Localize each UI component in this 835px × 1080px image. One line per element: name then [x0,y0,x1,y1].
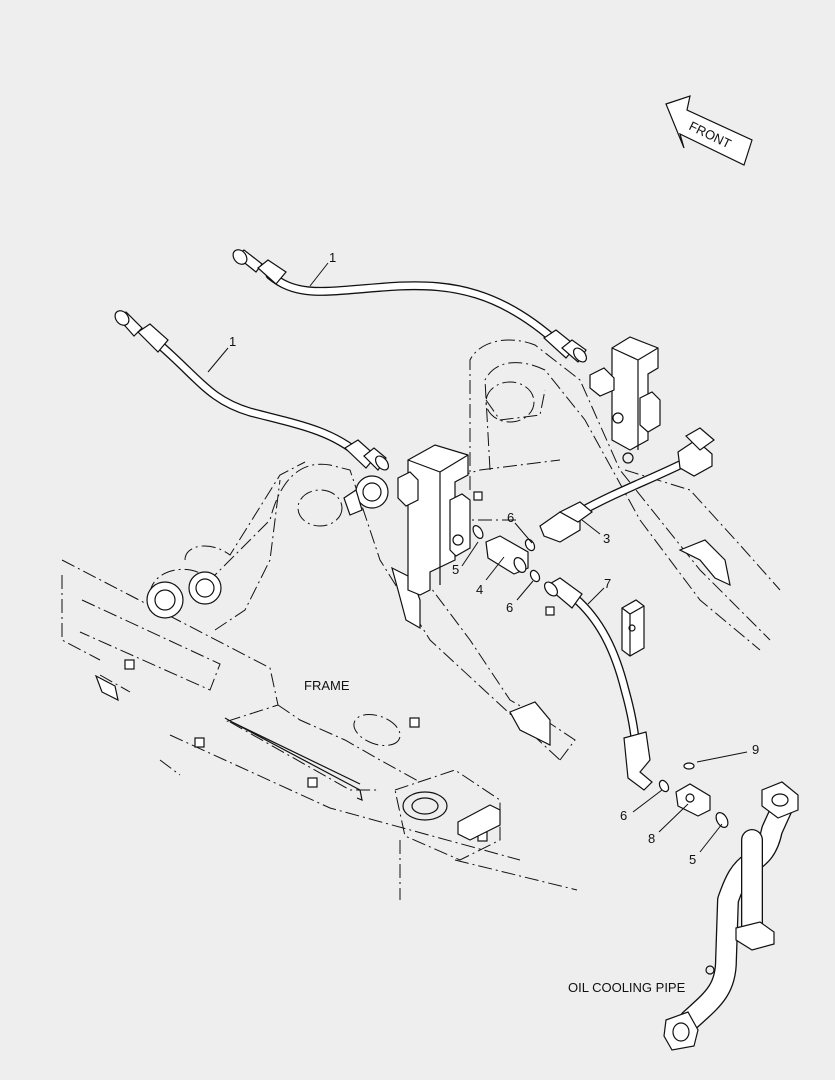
callout-6-middle: 6 [506,600,513,615]
leader-lines [207,262,748,853]
hose-3 [539,427,715,543]
fittings-lower-group [658,762,729,828]
hose-1-upper [232,249,588,363]
callout-7: 7 [604,576,611,591]
loader-arm-outline [146,339,781,761]
hose-7 [543,577,653,791]
valve-bracket-right [589,336,661,464]
callout-9: 9 [752,742,759,757]
callout-3: 3 [603,531,610,546]
valve-bracket-left [397,444,471,596]
callout-6-lower: 6 [620,808,627,823]
oil-cooling-pipe-label: OIL COOLING PIPE [568,980,686,995]
frame-label: FRAME [304,678,350,693]
fittings-left-group [472,525,541,583]
hose-1-lower [114,310,390,471]
callout-8: 8 [648,831,655,846]
callout-6-upper: 6 [507,510,514,525]
front-direction-arrow: FRONT [665,95,753,166]
callout-5-lower: 5 [689,852,696,867]
callout-1-lower: 1 [229,334,236,349]
callouts: 1 1 3 4 5 6 6 7 9 6 8 5 [229,250,759,867]
oil-cooling-pipe [663,781,799,1051]
callout-4: 4 [476,582,483,597]
frame-outline [61,559,578,900]
callout-1-upper: 1 [329,250,336,265]
callout-5-left: 5 [452,562,459,577]
